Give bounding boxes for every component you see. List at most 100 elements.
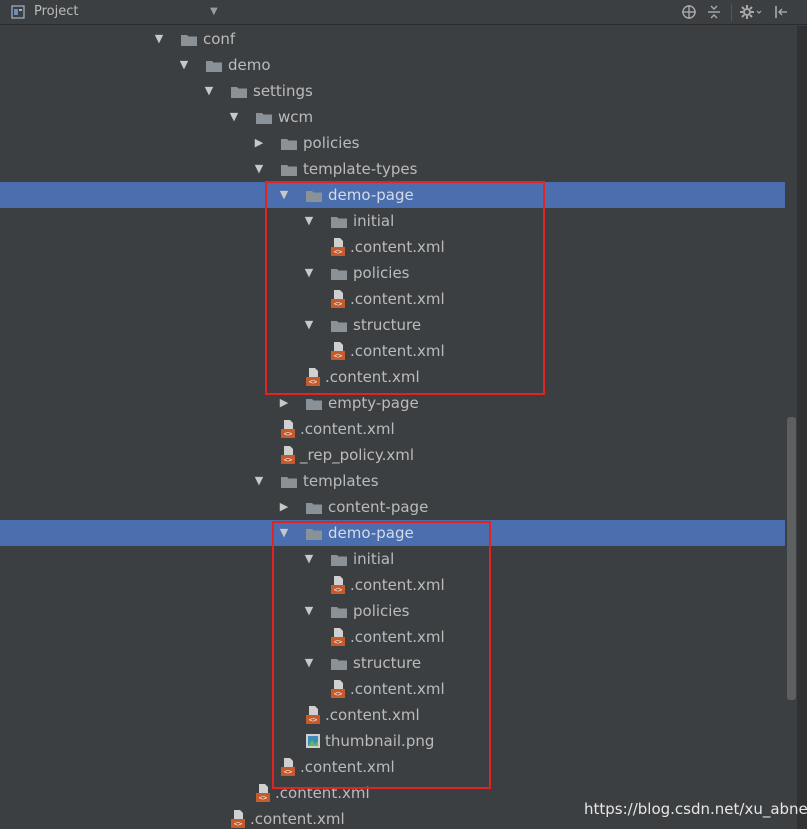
folder-icon	[205, 58, 223, 72]
tree-item-label: wcm	[278, 108, 314, 126]
tree-folder-row[interactable]: ▼templates	[0, 468, 785, 494]
tree-item-label: demo	[228, 56, 271, 74]
locate-icon[interactable]	[680, 3, 698, 21]
tree-file-row[interactable]: <> .content.xml	[0, 338, 785, 364]
xml-file-icon: <>	[330, 237, 346, 257]
tree-folder-row[interactable]: ▼ demo-page	[0, 182, 785, 208]
tree-folder-row[interactable]: ▼ structure	[0, 650, 785, 676]
tree-item-label: structure	[353, 316, 422, 334]
expanded-arrow-icon[interactable]: ▼	[154, 32, 164, 45]
expanded-arrow-icon[interactable]: ▼	[279, 188, 289, 201]
tree-item-label: policies	[353, 602, 410, 620]
collapsed-arrow-icon[interactable]: ▶	[279, 500, 289, 513]
tree-file-row[interactable]: <>.content.xml	[0, 572, 785, 598]
tree-file-row[interactable]: <> .content.xml	[0, 754, 785, 780]
tree-item-label: initial	[353, 550, 395, 568]
expanded-arrow-icon[interactable]: ▼	[304, 656, 314, 669]
xml-file-icon: <>	[255, 783, 271, 803]
tree-folder-row[interactable]: ▼template-types	[0, 156, 785, 182]
tree-folder-row[interactable]: ▶ content-page	[0, 494, 785, 520]
expanded-arrow-icon[interactable]: ▼	[254, 162, 264, 175]
svg-text:<>: <>	[234, 820, 242, 828]
tree-item-label: structure	[353, 654, 422, 672]
tree-item-label: content-page	[328, 498, 429, 516]
expanded-arrow-icon[interactable]: ▼	[229, 110, 239, 123]
folder-icon	[330, 656, 348, 670]
expanded-arrow-icon[interactable]: ▼	[304, 552, 314, 565]
tree-file-row[interactable]: <>.content.xml	[0, 364, 785, 390]
tree-item-label: policies	[303, 134, 360, 152]
expanded-arrow-icon[interactable]: ▼	[304, 318, 314, 331]
svg-text:<>: <>	[334, 248, 342, 256]
xml-file-icon: <>	[280, 757, 296, 777]
tree-file-row[interactable]: <>.content.xml	[0, 702, 785, 728]
folder-icon	[230, 84, 248, 98]
tree-file-row[interactable]: <>.content.xml	[0, 676, 785, 702]
panel-title[interactable]: Project	[34, 4, 79, 19]
svg-text:<>: <>	[334, 586, 342, 594]
scrollbar-thumb[interactable]	[787, 417, 796, 700]
gear-icon[interactable]	[738, 3, 764, 21]
tree-folder-row[interactable]: ▼ demo	[0, 52, 785, 78]
tree-folder-row[interactable]: ▼conf	[0, 26, 785, 52]
tree-item-label: .content.xml	[250, 810, 345, 828]
tree-item-label: _rep_policy.xml	[300, 446, 415, 464]
expanded-arrow-icon[interactable]: ▼	[304, 214, 314, 227]
tree-item-label: .content.xml	[300, 758, 395, 776]
collapsed-arrow-icon[interactable]: ▶	[279, 396, 289, 409]
expanded-arrow-icon[interactable]: ▼	[254, 474, 264, 487]
tree-file-row[interactable]: <>.content.xml	[0, 234, 785, 260]
tree-file-row[interactable]: <>.content.xml	[0, 624, 785, 650]
xml-file-icon: <>	[305, 367, 321, 387]
folder-icon	[330, 214, 348, 228]
tree-folder-row[interactable]: ▼ policies	[0, 598, 785, 624]
xml-file-icon: <>	[330, 341, 346, 361]
expanded-arrow-icon[interactable]: ▼	[204, 84, 214, 97]
tree-item-label: settings	[253, 82, 313, 100]
tree-folder-row[interactable]: ▶ empty-page	[0, 390, 785, 416]
xml-file-icon: <>	[280, 419, 296, 439]
tree-file-row[interactable]: <>.content.xml	[0, 416, 785, 442]
expanded-arrow-icon[interactable]: ▼	[179, 58, 189, 71]
folder-icon	[330, 604, 348, 618]
tree-file-row[interactable]: <>_rep_policy.xml	[0, 442, 785, 468]
svg-text:<>: <>	[334, 690, 342, 698]
tree-item-label: empty-page	[328, 394, 419, 412]
tree-folder-row[interactable]: ▼ structure	[0, 312, 785, 338]
folder-icon	[255, 110, 273, 124]
tree-item-label: policies	[353, 264, 410, 282]
tree-item-label: demo-page	[328, 186, 414, 204]
svg-text:<>: <>	[284, 768, 292, 776]
collapse-all-icon[interactable]	[705, 3, 723, 21]
xml-file-icon: <>	[330, 575, 346, 595]
folder-icon	[305, 396, 323, 410]
expanded-arrow-icon[interactable]: ▼	[304, 604, 314, 617]
tree-folder-row[interactable]: ▼ policies	[0, 260, 785, 286]
tree-folder-row[interactable]: ▼ wcm	[0, 104, 785, 130]
project-tree[interactable]: ▼conf▼demo▼settings▼wcm▶policies▼templat…	[0, 26, 785, 829]
svg-text:<>: <>	[284, 430, 292, 438]
tree-folder-row[interactable]: ▼initial	[0, 208, 785, 234]
folder-icon	[330, 552, 348, 566]
tree-folder-row[interactable]: ▼ initial	[0, 546, 785, 572]
tree-folder-row[interactable]: ▼ settings	[0, 78, 785, 104]
project-view-icon[interactable]	[11, 5, 25, 19]
xml-file-icon: <>	[230, 809, 246, 829]
tree-file-row[interactable]: <> .content.xml	[0, 806, 785, 829]
svg-text:<>: <>	[334, 638, 342, 646]
image-file-icon	[305, 731, 321, 751]
hide-icon[interactable]	[772, 3, 790, 21]
collapsed-arrow-icon[interactable]: ▶	[254, 136, 264, 149]
tree-item-label: .content.xml	[325, 368, 420, 386]
tree-file-row[interactable]: <>.content.xml	[0, 286, 785, 312]
folder-icon	[305, 188, 323, 202]
tree-item-label: .content.xml	[350, 342, 445, 360]
svg-text:<>: <>	[334, 352, 342, 360]
tree-folder-row[interactable]: ▶ policies	[0, 130, 785, 156]
tree-file-row[interactable]: thumbnail.png	[0, 728, 785, 754]
dropdown-arrow-icon[interactable]: ▼	[210, 6, 218, 17]
expanded-arrow-icon[interactable]: ▼	[279, 526, 289, 539]
svg-text:<>: <>	[259, 794, 267, 802]
expanded-arrow-icon[interactable]: ▼	[304, 266, 314, 279]
tree-folder-row[interactable]: ▼demo-page	[0, 520, 785, 546]
